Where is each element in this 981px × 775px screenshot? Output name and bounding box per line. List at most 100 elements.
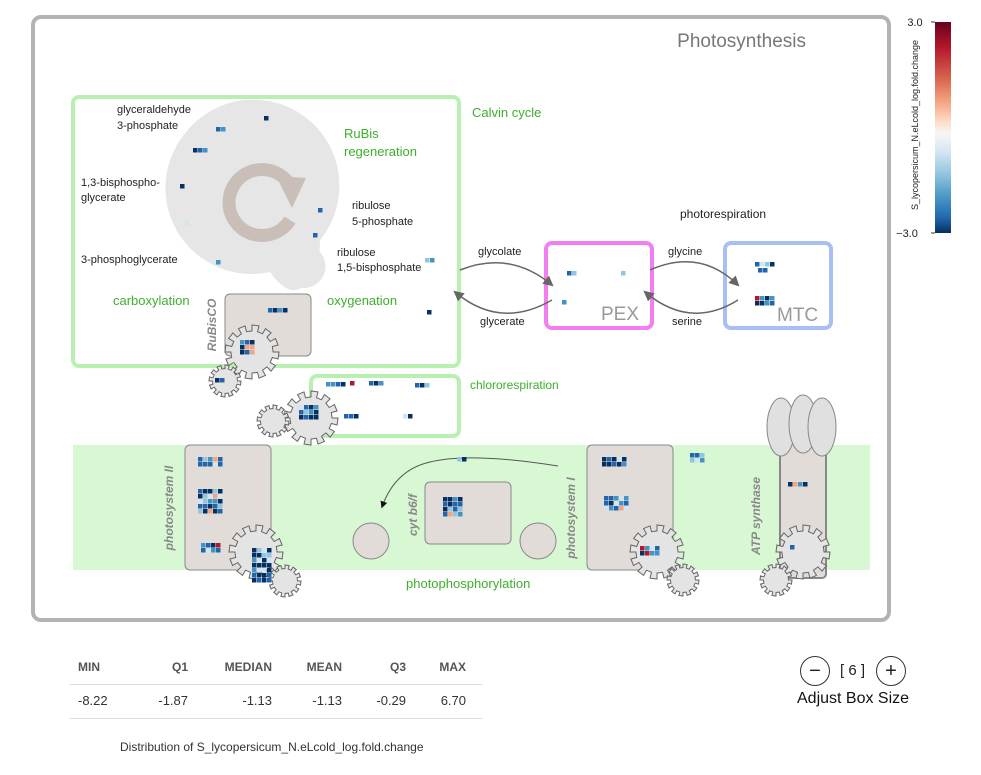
heatmap-cell[interactable]: [218, 494, 223, 499]
heatmap-cell[interactable]: [193, 148, 198, 153]
heatmap-cell[interactable]: [213, 494, 218, 499]
heatmap-cell[interactable]: [252, 563, 257, 568]
heatmap-cell[interactable]: [313, 233, 318, 238]
heatmap-cell[interactable]: [257, 568, 262, 573]
heatmap-cell[interactable]: [252, 578, 257, 583]
heatmap-cell[interactable]: [216, 548, 221, 553]
heatmap-cell[interactable]: [344, 414, 349, 419]
heatmap-cell[interactable]: [645, 551, 650, 556]
heatmap-cell[interactable]: [262, 573, 267, 578]
heatmap-cell[interactable]: [208, 499, 213, 504]
heatmap-cell[interactable]: [267, 548, 272, 553]
heatmap-cell[interactable]: [185, 221, 190, 226]
heatmap-cell[interactable]: [257, 578, 262, 583]
heatmap-cell[interactable]: [262, 578, 267, 583]
heatmap-cell[interactable]: [567, 271, 572, 276]
heatmap-cell[interactable]: [213, 489, 218, 494]
heatmap-cell[interactable]: [793, 482, 798, 487]
heatmap-cell[interactable]: [299, 405, 304, 410]
heatmap-cell[interactable]: [267, 553, 272, 558]
heatmap-cell[interactable]: [213, 462, 218, 467]
heatmap-cell[interactable]: [336, 382, 341, 387]
heatmap-cell[interactable]: [453, 507, 458, 512]
heatmap-cell[interactable]: [262, 548, 267, 553]
heatmap-cell[interactable]: [198, 462, 203, 467]
heatmap-cell[interactable]: [267, 568, 272, 573]
heatmap-cell[interactable]: [267, 578, 272, 583]
heatmap-cell[interactable]: [617, 457, 622, 462]
heatmap-cell[interactable]: [203, 489, 208, 494]
heatmap-cell[interactable]: [262, 563, 267, 568]
heatmap-cell[interactable]: [215, 378, 220, 383]
heatmap-cell[interactable]: [430, 258, 435, 263]
heatmap-cell[interactable]: [208, 462, 213, 467]
heatmap-cell[interactable]: [268, 308, 273, 313]
heatmap-cell[interactable]: [763, 268, 768, 273]
heatmap-cell[interactable]: [619, 501, 624, 506]
heatmap-cell[interactable]: [201, 548, 206, 553]
heatmap-cell[interactable]: [206, 543, 211, 548]
heatmap-cell[interactable]: [612, 462, 617, 467]
heatmap-cell[interactable]: [458, 507, 463, 512]
heatmap-cell[interactable]: [617, 462, 622, 467]
heatmap-cell[interactable]: [609, 506, 614, 511]
heatmap-cell[interactable]: [755, 296, 760, 301]
heatmap-cell[interactable]: [198, 494, 203, 499]
heatmap-cell[interactable]: [604, 506, 609, 511]
increase-box-size-button[interactable]: +: [876, 656, 906, 686]
heatmap-cell[interactable]: [655, 546, 660, 551]
heatmap-cell[interactable]: [267, 558, 272, 563]
heatmap-cell[interactable]: [278, 308, 283, 313]
heatmap-cell[interactable]: [607, 457, 612, 462]
heatmap-cell[interactable]: [604, 501, 609, 506]
heatmap-cell[interactable]: [415, 383, 420, 388]
heatmap-cell[interactable]: [252, 558, 257, 563]
heatmap-cell[interactable]: [619, 506, 624, 511]
heatmap-cell[interactable]: [448, 507, 453, 512]
heatmap-cell[interactable]: [257, 558, 262, 563]
heatmap-cell[interactable]: [695, 458, 700, 463]
heatmap-cell[interactable]: [790, 545, 795, 550]
heatmap-cell[interactable]: [614, 496, 619, 501]
heatmap-cell[interactable]: [203, 499, 208, 504]
heatmap-cell[interactable]: [443, 502, 448, 507]
heatmap-cell[interactable]: [700, 453, 705, 458]
heatmap-cell[interactable]: [220, 378, 225, 383]
heatmap-cell[interactable]: [198, 499, 203, 504]
heatmap-cell[interactable]: [218, 509, 223, 514]
heatmap-cell[interactable]: [624, 506, 629, 511]
heatmap-cell[interactable]: [304, 410, 309, 415]
heatmap-cell[interactable]: [245, 345, 250, 350]
heatmap-cell[interactable]: [304, 415, 309, 420]
heatmap-cell[interactable]: [250, 345, 255, 350]
heatmap-cell[interactable]: [314, 415, 319, 420]
heatmap-cell[interactable]: [198, 148, 203, 153]
heatmap-cell[interactable]: [760, 301, 765, 306]
heatmap-cell[interactable]: [602, 457, 607, 462]
heatmap-cell[interactable]: [245, 340, 250, 345]
heatmap-cell[interactable]: [309, 410, 314, 415]
heatmap-cell[interactable]: [283, 308, 288, 313]
heatmap-cell[interactable]: [760, 262, 765, 267]
heatmap-cell[interactable]: [562, 300, 567, 305]
heatmap-cell[interactable]: [211, 543, 216, 548]
heatmap-cell[interactable]: [180, 184, 185, 189]
heatmap-cell[interactable]: [607, 462, 612, 467]
heatmap-cell[interactable]: [240, 340, 245, 345]
heatmap-cell[interactable]: [443, 497, 448, 502]
heatmap-cell[interactable]: [304, 405, 309, 410]
heatmap-cell[interactable]: [213, 457, 218, 462]
heatmap-cell[interactable]: [443, 512, 448, 517]
heatmap-cell[interactable]: [609, 501, 614, 506]
heatmap-cell[interactable]: [453, 512, 458, 517]
heatmap-cell[interactable]: [198, 509, 203, 514]
heatmap-cell[interactable]: [690, 458, 695, 463]
heatmap-cell[interactable]: [458, 502, 463, 507]
heatmap-cell[interactable]: [379, 381, 384, 386]
heatmap-cell[interactable]: [208, 504, 213, 509]
heatmap-cell[interactable]: [218, 489, 223, 494]
heatmap-cell[interactable]: [240, 345, 245, 350]
heatmap-cell[interactable]: [216, 260, 221, 265]
heatmap-cell[interactable]: [788, 482, 793, 487]
heatmap-cell[interactable]: [760, 296, 765, 301]
